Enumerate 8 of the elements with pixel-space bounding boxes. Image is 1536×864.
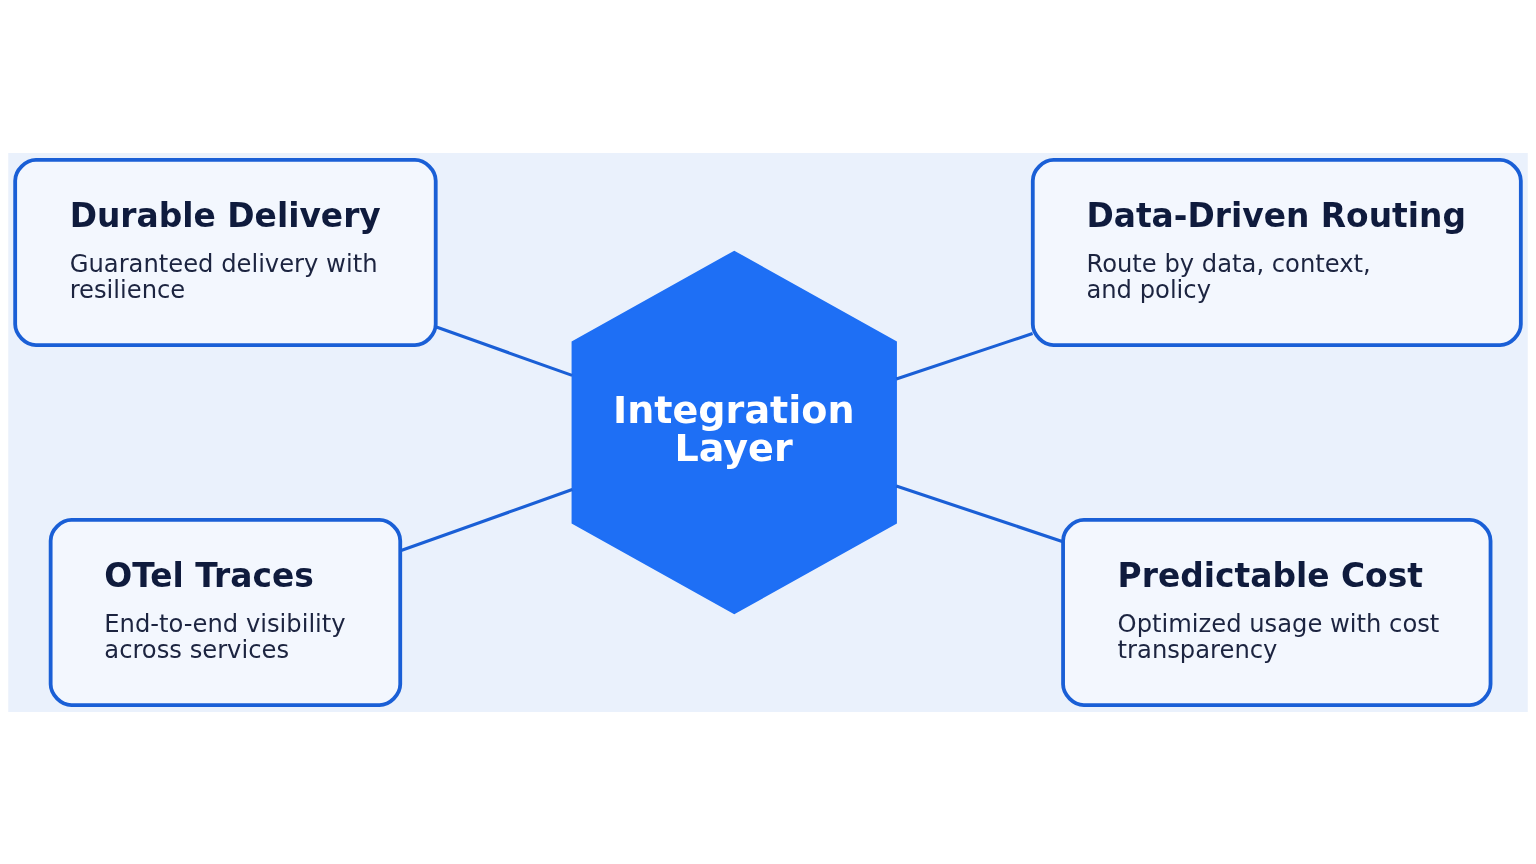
connector xyxy=(399,487,573,552)
connector xyxy=(895,484,1064,543)
connector xyxy=(435,325,573,377)
node-box: Data-Driven Routing Route by data, context, and policy xyxy=(1030,157,1523,347)
node-box: Durable Delivery Guaranteed delivery with resilience xyxy=(13,157,438,347)
node-box: Predictable Cost Optimized usage with cost transparency xyxy=(1061,517,1493,707)
node-box: OTel Traces End-to-end visibility across services xyxy=(48,517,403,707)
connector xyxy=(895,331,1034,380)
